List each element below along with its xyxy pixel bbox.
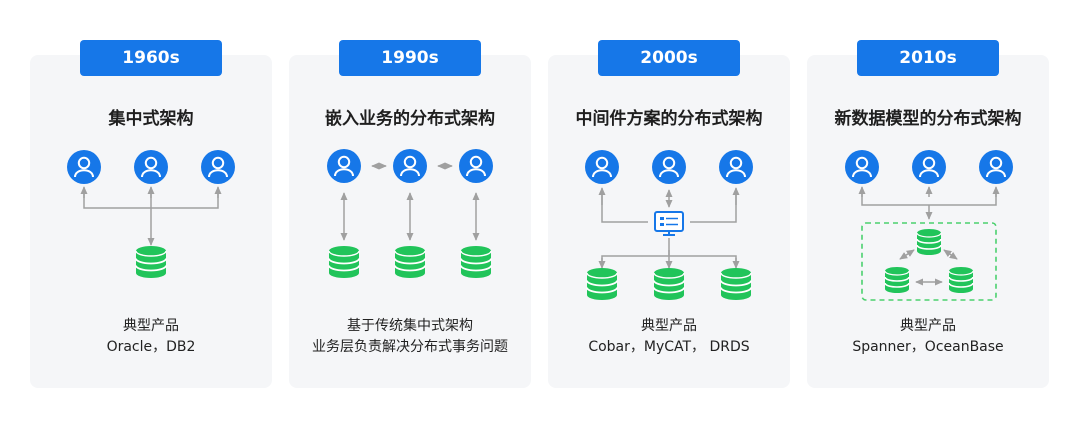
database-icon [948,266,974,294]
desc-line: Oracle，DB2 [106,339,196,355]
era-badge-1990s: 1990s [339,40,481,76]
database-icon [460,245,492,279]
user-icon [651,149,687,185]
panel-desc-1990s: 基于传统集中式架构 业务层负责解决分布式事务问题 [289,316,531,358]
database-icon [394,245,426,279]
user-icon [718,149,754,185]
database-icon [328,245,360,279]
database-icon [135,245,167,279]
diagram-1960s [80,186,222,246]
desc-line: 典型产品 [641,318,697,334]
user-icon [133,149,169,185]
panel-title-2010s: 新数据模型的分布式架构 [834,109,1022,129]
panel-desc-2010s: 典型产品 Spanner，OceanBase [807,316,1049,358]
panel-2010s [807,55,1049,388]
user-icon [584,149,620,185]
panel-desc-2000s: 典型产品 Cobar，MyCAT， DRDS [548,316,790,358]
desc-line: 典型产品 [900,318,956,334]
database-icon [720,267,752,301]
database-icon [653,267,685,301]
cluster-box [861,222,997,301]
diagram-1990s [340,162,480,241]
desc-line: 典型产品 [123,318,179,334]
era-badge-2010s: 2010s [857,40,999,76]
desc-line: Spanner，OceanBase [852,339,1004,355]
database-icon [884,266,910,294]
era-badge-1960s: 1960s [80,40,222,76]
panel-desc-1960s: 典型产品 Oracle，DB2 [30,316,272,358]
database-icon [586,267,618,301]
database-icon [916,228,942,256]
desc-line: Cobar，MyCAT， DRDS [588,339,750,355]
user-icon [392,148,428,184]
user-icon [66,149,102,185]
diagram-2010s [858,186,1000,286]
panel-title-1960s: 集中式架构 [108,109,194,129]
user-icon [911,149,947,185]
panel-title-2000s: 中间件方案的分布式架构 [575,109,763,129]
diagram-2000s [598,187,740,269]
user-icon [978,149,1014,185]
era-badge-2000s: 2000s [598,40,740,76]
desc-line: 基于传统集中式架构 [347,318,473,334]
user-icon [326,148,362,184]
user-icon [458,148,494,184]
desc-line: 业务层负责解决分布式事务问题 [312,339,508,355]
user-icon [200,149,236,185]
panel-title-1990s: 嵌入业务的分布式架构 [325,109,495,129]
user-icon [844,149,880,185]
server-icon [654,211,684,236]
